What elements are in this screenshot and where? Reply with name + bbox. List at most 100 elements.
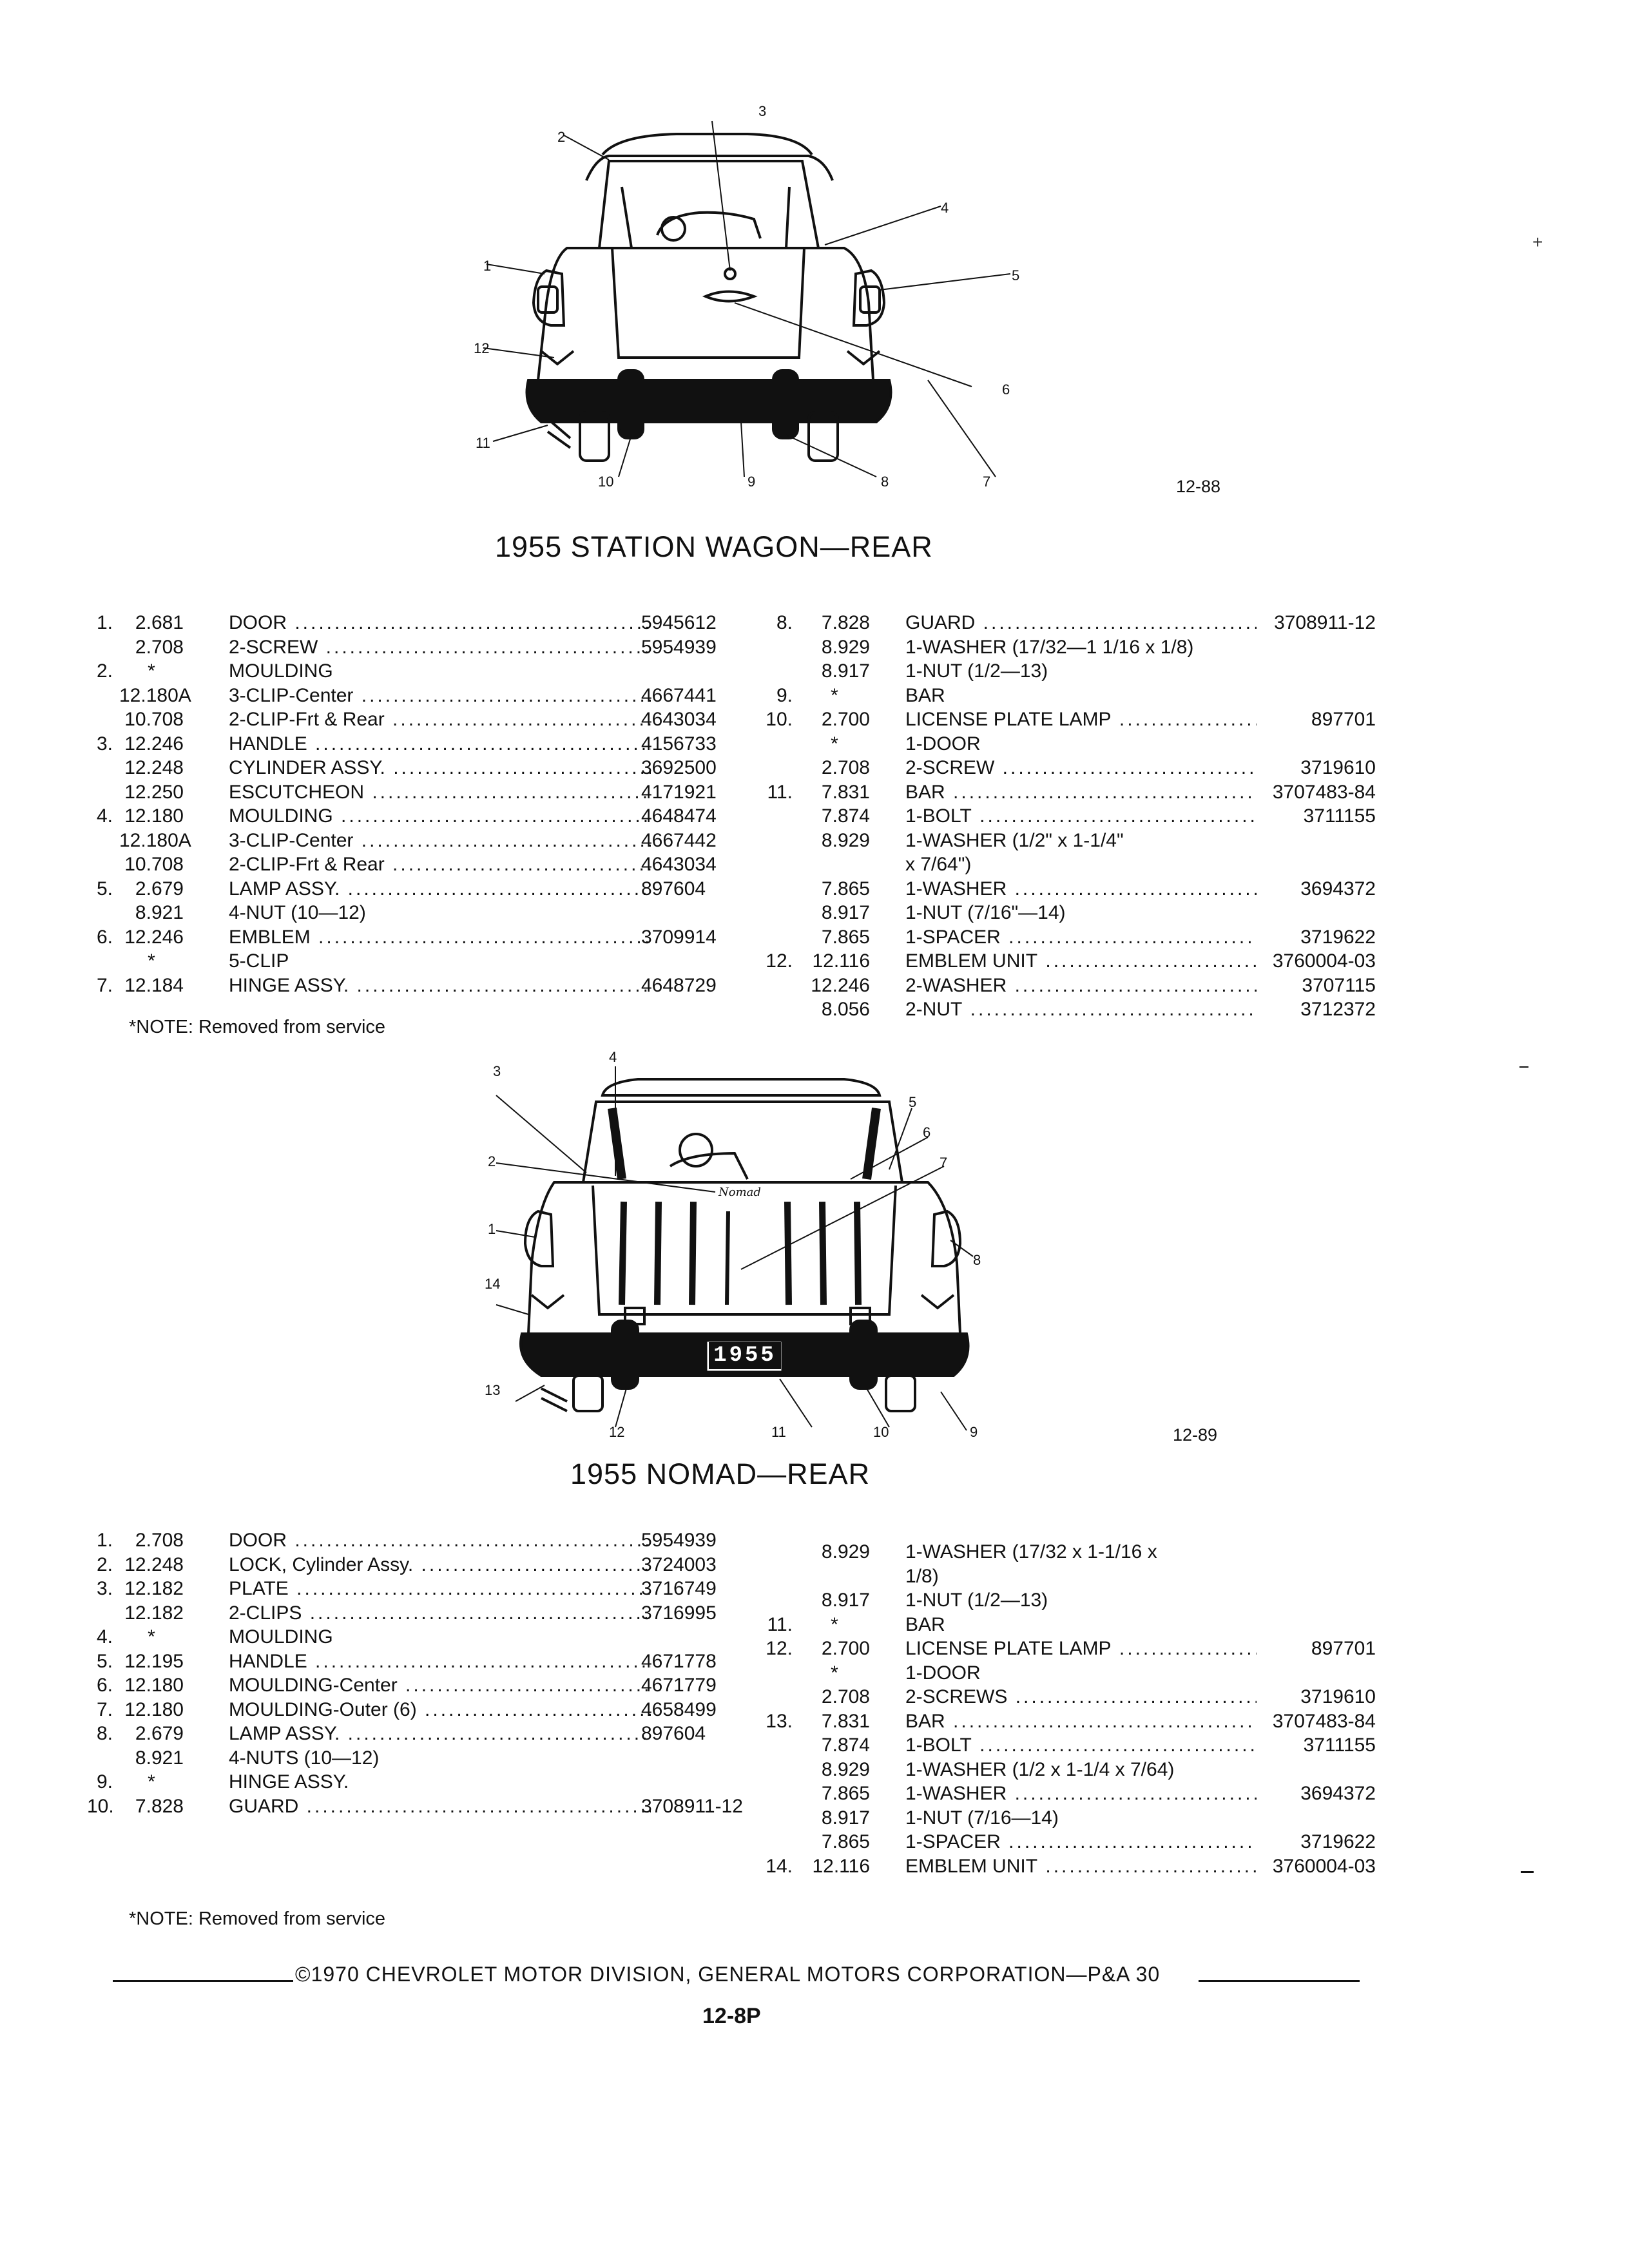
item-index: 1. — [96, 612, 113, 633]
part-description: 1-WASHER ...............................… — [905, 877, 1257, 901]
group-number: 7.874 — [821, 805, 870, 827]
part-description-text: 4-NUT (10—12) — [229, 902, 366, 923]
part-number: 5945612 — [641, 612, 717, 633]
group-number: 12.180A — [119, 684, 191, 706]
leader-dots: ........................................… — [425, 1698, 651, 1720]
leader-dots: ........................................… — [325, 636, 651, 658]
group-number: * — [148, 660, 155, 682]
part-description: 3-CLIP-Center ..........................… — [229, 829, 651, 853]
leader-dots: ........................................… — [953, 781, 1257, 803]
part-description: 1-NUT (1/2—13) — [905, 1588, 1376, 1613]
group-number: 8.921 — [135, 1747, 184, 1769]
leader-dots: ........................................… — [392, 709, 651, 730]
part-number: 3719610 — [1300, 1686, 1376, 1707]
parts-list-row: *1-DOOR — [747, 732, 1376, 756]
part-description: 1-DOOR — [905, 732, 1376, 756]
part-description-text: DOOR — [229, 1530, 287, 1551]
part-number: 897701 — [1311, 1638, 1376, 1659]
group-number: 7.828 — [135, 1795, 184, 1817]
part-description: 2-WASHER ...............................… — [905, 974, 1257, 998]
leader-dots: ........................................… — [315, 1650, 651, 1672]
leader-dots: ........................................… — [309, 1602, 651, 1624]
part-description-text: 5-CLIP — [229, 950, 289, 972]
part-number: 3708911-12 — [641, 1795, 743, 1817]
item-index: 10. — [87, 1795, 114, 1817]
part-description: HANDLE .................................… — [229, 732, 651, 756]
group-number: 12.195 — [124, 1650, 184, 1672]
part-description: MOULDING — [229, 659, 706, 684]
part-description-text: 1-WASHER (1/2 x 1-1/4 x 7/64) — [905, 1758, 1175, 1780]
parts-list-row: 10.708 2-CLIP-Frt & Rear ................… — [87, 852, 717, 877]
part-description-text: LAMP ASSY. — [229, 878, 340, 899]
group-number: 2.700 — [821, 1638, 870, 1659]
item-index: 8. — [776, 612, 793, 633]
group-number: 12.180 — [124, 1698, 184, 1720]
group-number: * — [831, 1613, 838, 1635]
part-description: 1-SPACER ...............................… — [905, 925, 1257, 950]
callout-1: 1 — [483, 258, 492, 274]
part-description: EMBLEM UNIT ............................… — [905, 949, 1257, 974]
parts-list-row: x 7/64") — [747, 852, 1376, 877]
parts-list-row: 4.*MOULDING — [87, 1625, 706, 1649]
leader-dots: ........................................… — [372, 781, 651, 803]
part-description-text: LAMP ASSY. — [229, 1723, 340, 1744]
group-number: 7.865 — [821, 926, 870, 948]
item-index: 14. — [766, 1855, 793, 1877]
part-description: MOULDING — [229, 1625, 706, 1649]
part-description: LICENSE PLATE LAMP .....................… — [905, 707, 1257, 732]
group-number: 12.182 — [124, 1578, 184, 1599]
part-description-text: CYLINDER ASSY. — [229, 757, 385, 778]
group-number: 10.708 — [124, 854, 184, 875]
part-description-text: 2-SCREWS — [905, 1686, 1008, 1707]
part-description: 1-WASHER ...............................… — [905, 1782, 1257, 1806]
part-number: 3711155 — [1303, 1735, 1376, 1756]
part-number: 4171921 — [641, 781, 717, 803]
part-description-text: 1-BOLT — [905, 805, 972, 827]
part-number: 4643034 — [641, 854, 717, 875]
item-index: 3. — [96, 1578, 113, 1599]
part-number: 3724003 — [641, 1553, 717, 1575]
group-number: 12.250 — [124, 781, 184, 803]
parts-list-row: 9.*HINGE ASSY. — [87, 1770, 706, 1794]
group-number: 7.831 — [821, 781, 870, 803]
part-description-text: 1-WASHER (17/32—1 1/16 x 1/8) — [905, 636, 1194, 658]
part-description: 2-NUT ..................................… — [905, 997, 1257, 1022]
leader-dots: ........................................… — [1014, 974, 1257, 996]
callout-9: 9 — [747, 474, 756, 490]
part-description: EMBLEM .................................… — [229, 925, 651, 950]
part-description: 2-CLIP-Frt & Rear ......................… — [229, 852, 651, 877]
leader-dots: ........................................… — [347, 878, 651, 899]
part-description: 2-CLIP-Frt & Rear ......................… — [229, 707, 651, 732]
item-index: 4. — [96, 1626, 113, 1648]
part-description: 1-BOLT .................................… — [905, 1733, 1257, 1758]
part-description: BAR — [905, 1613, 1376, 1637]
part-description: 4-NUT (10—12) — [229, 901, 706, 925]
part-number: 3760004-03 — [1272, 1855, 1376, 1877]
part-description: 1-WASHER (1/2 x 1-1/4 x 7/64) — [905, 1758, 1376, 1782]
part-description: LOCK, Cylinder Assy. ...................… — [229, 1553, 651, 1577]
group-number: 12.246 — [124, 926, 184, 948]
item-index: 4. — [96, 805, 113, 827]
callout-12: 12 — [609, 1424, 625, 1440]
group-number: 8.917 — [821, 660, 870, 682]
part-number: 3716749 — [641, 1578, 717, 1599]
leader-dots: ........................................… — [361, 829, 651, 851]
leader-dots: ........................................… — [979, 1735, 1257, 1756]
part-number: 3719610 — [1300, 757, 1376, 778]
leader-dots: ........................................… — [318, 926, 651, 948]
leader-dots: ........................................… — [294, 1530, 651, 1551]
margin-mark: + — [1532, 232, 1543, 252]
group-number: 8.929 — [821, 1541, 870, 1562]
part-description-text: x 7/64") — [905, 854, 972, 875]
